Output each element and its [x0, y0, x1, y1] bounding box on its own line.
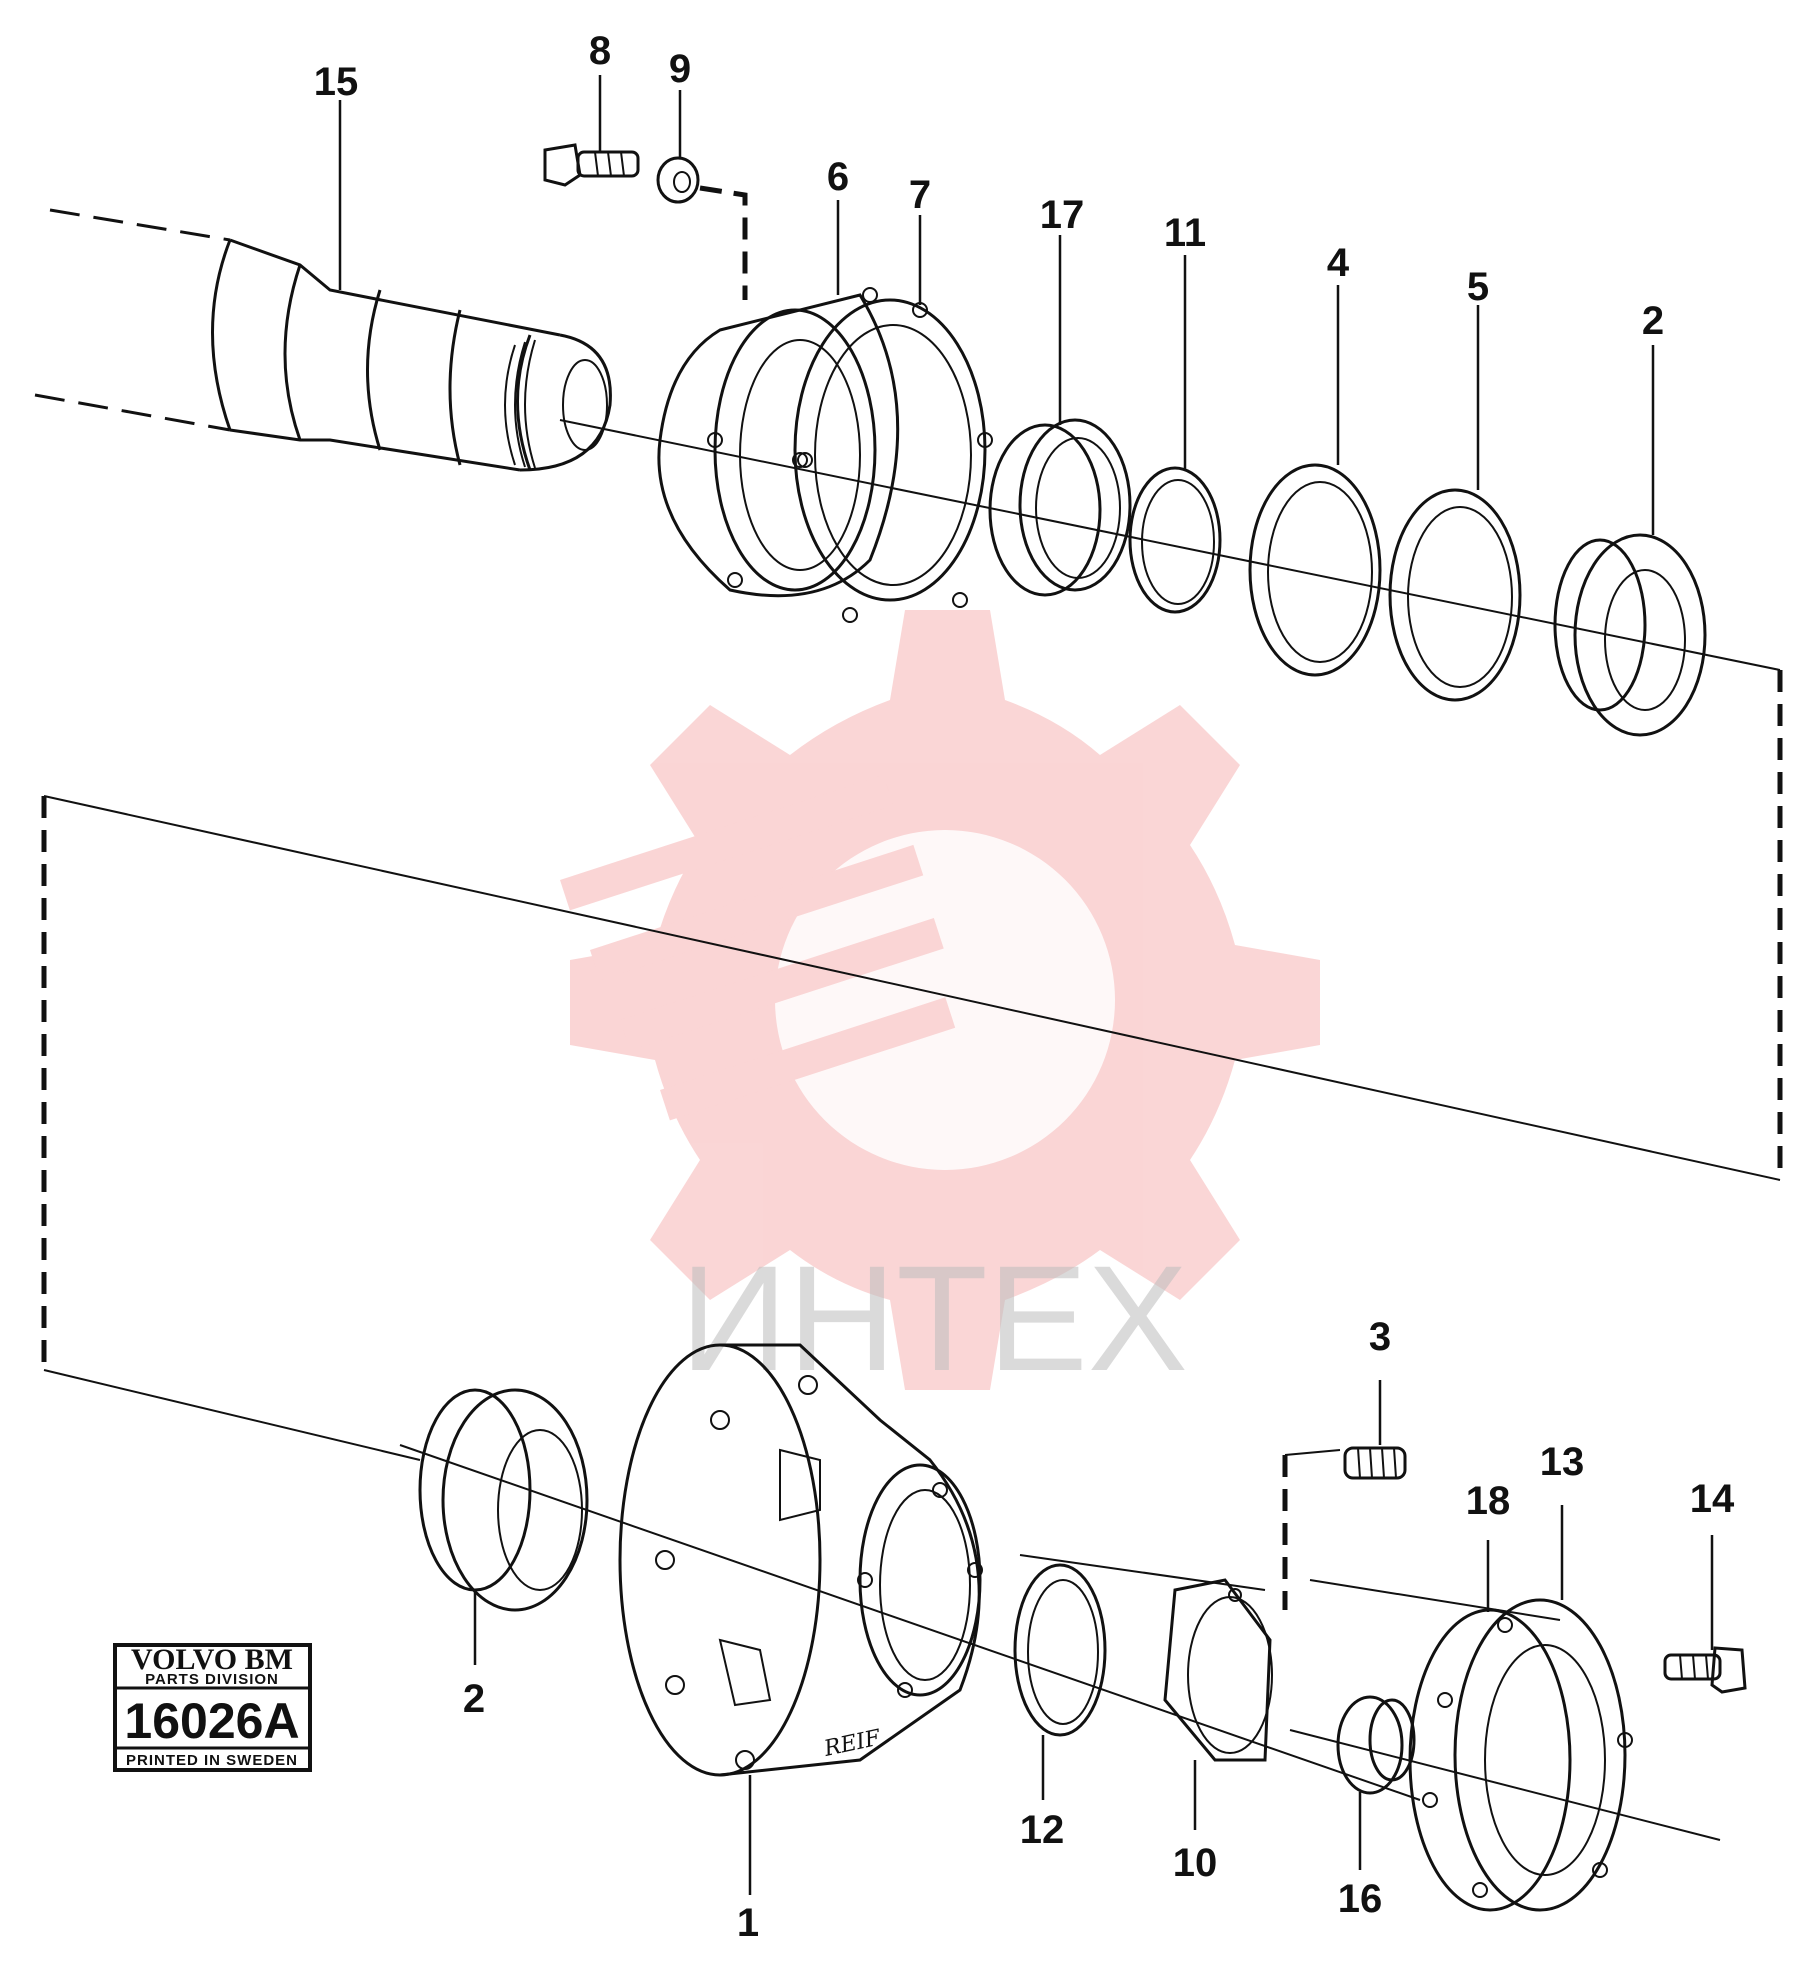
callout-16: 16 [1338, 1877, 1383, 1921]
watermark-logo [560, 610, 1320, 1390]
callout-10: 10 [1173, 1841, 1218, 1885]
watermark-text: ИНТЕХ [680, 1234, 1188, 1402]
leader-lines [338, 75, 1714, 1895]
callout-3: 3 [1369, 1315, 1391, 1359]
callout-11: 11 [1164, 211, 1206, 255]
axle-shaft [34, 208, 612, 472]
plug-guide-line [1284, 1449, 1341, 1456]
connector-bolt-to-housing [699, 185, 748, 300]
bolt-top [543, 143, 640, 187]
seal-ring-4 [1248, 463, 1382, 677]
shaft-axis-top [559, 419, 1781, 671]
seal-ring-5 [1388, 488, 1522, 702]
lock-nut-10 [1163, 1578, 1273, 1762]
callout-2-bottom: 2 [463, 1677, 485, 1721]
callout-18: 18 [1466, 1479, 1511, 1523]
washer-top [656, 156, 700, 204]
callout-17: 17 [1040, 193, 1085, 237]
shaft-axis-bottom [399, 1444, 1421, 1801]
callout-8: 8 [589, 29, 611, 73]
callout-7: 7 [909, 173, 931, 217]
bearing-guide-line [1019, 1554, 1266, 1591]
stamp-printed: PRINTED IN SWEDEN [126, 1752, 298, 1769]
gasket [793, 298, 993, 623]
gear-icon [570, 610, 1320, 1390]
bolt-axis-bottom [1289, 1729, 1721, 1841]
snap-ring-12 [1013, 1563, 1107, 1737]
flange-guide-line [1309, 1579, 1561, 1621]
snap-ring-11 [1128, 466, 1222, 614]
stamp-code: 16026A [124, 1693, 299, 1749]
long-diagonal-line-lower [43, 1369, 421, 1461]
long-diagonal-line [43, 795, 1781, 1181]
bearing-cup-17 [988, 418, 1132, 597]
bearing-cone-2-top [1553, 533, 1707, 737]
callout-2-top: 2 [1642, 299, 1664, 343]
callout-13: 13 [1540, 1440, 1585, 1484]
wrench-icon [560, 774, 956, 1121]
hub-marking: REIF [821, 1725, 883, 1762]
bolt-14 [1663, 1646, 1747, 1694]
callout-14: 14 [1690, 1477, 1735, 1521]
cap-16 [1336, 1695, 1416, 1795]
plug-screw-3 [1343, 1446, 1407, 1480]
stamp-division: PARTS DIVISION [145, 1671, 279, 1688]
wheel-hub [618, 1343, 983, 1777]
callout-1: 1 [737, 1901, 759, 1945]
stamp-brand: VOLVO BM [131, 1643, 293, 1676]
callout-9: 9 [669, 47, 691, 91]
callout-4: 4 [1327, 241, 1350, 285]
parts-stamp: VOLVO BM PARTS DIVISION 16026A PRINTED I… [113, 1643, 312, 1772]
callout-12: 12 [1020, 1808, 1065, 1852]
callout-5: 5 [1467, 265, 1489, 309]
hub-cap-18 [1408, 1598, 1633, 1912]
callout-15: 15 [314, 60, 359, 104]
callout-6: 6 [827, 155, 849, 199]
bearing-cone-2-bottom [418, 1388, 589, 1612]
bearing-housing [657, 287, 900, 598]
